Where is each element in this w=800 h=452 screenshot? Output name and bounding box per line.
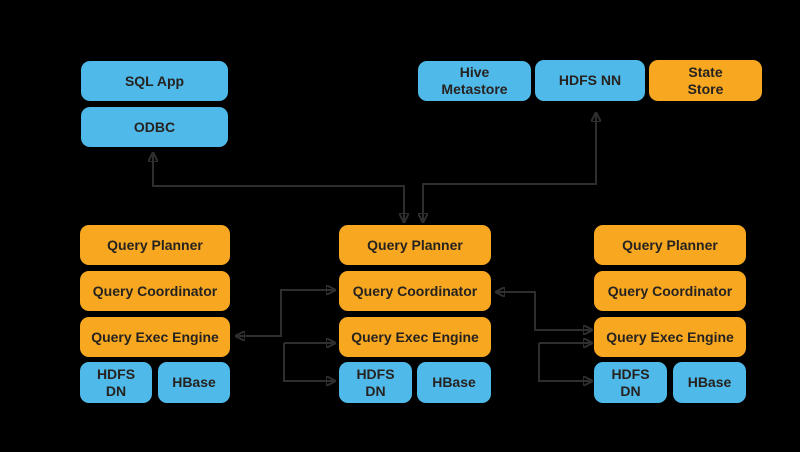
arrow-exec-left-coordinator-middle: [236, 290, 335, 336]
node-query-exec-engine-left-label: Query Exec Engine: [91, 328, 219, 345]
node-hbase-right: HBase: [673, 362, 746, 403]
node-hive-metastore-label-line2: Metastore: [441, 81, 508, 97]
node-hdfs-dn-right-label: HDFS DN: [611, 365, 650, 399]
arrow-hdfs-nn-query-planner: [423, 113, 596, 222]
node-state-store-label-line2: Store: [687, 80, 724, 97]
node-query-planner-middle-label: Query Planner: [367, 236, 463, 253]
node-sql-app-label: SQL App: [124, 72, 185, 89]
node-query-planner-right: Query Planner: [594, 225, 746, 265]
node-query-exec-engine-right-label: Query Exec Engine: [606, 328, 734, 345]
node-hbase-middle-label: HBase: [432, 374, 476, 391]
node-query-planner-middle: Query Planner: [339, 225, 491, 265]
node-hdfs-dn-middle: HDFS DN: [339, 362, 412, 403]
node-hdfs-dn-middle-label: HDFS DN: [356, 365, 395, 399]
node-hbase-left-label: HBase: [172, 374, 216, 391]
node-query-exec-engine-middle: Query Exec Engine: [339, 317, 491, 357]
node-hbase-right-label: HBase: [687, 374, 732, 391]
arrow-coordinator-middle-exec-right: [496, 292, 592, 330]
node-hdfs-dn-left: HDFS DN: [80, 362, 152, 403]
node-hdfs-dn-left-label: HDFS DN: [96, 365, 136, 399]
node-query-coordinator-middle-label: Query Coordinator: [352, 282, 478, 299]
node-hdfs-nn-label: HDFS NN: [558, 72, 622, 89]
node-query-planner-left: Query Planner: [80, 225, 230, 265]
node-hbase-middle: HBase: [417, 362, 491, 403]
node-hive-metastore-label-line1: Hive: [459, 64, 490, 81]
node-odbc: ODBC: [81, 107, 228, 147]
node-state-store: State Store: [649, 60, 762, 101]
arrow-odbc-query-planner: [153, 153, 404, 222]
node-hive-metastore: Hive Metastore: [418, 61, 531, 101]
arrow-fanout-hdfs-dn-right: [538, 343, 592, 381]
node-query-coordinator-right: Query Coordinator: [594, 271, 746, 311]
arrow-fanout-hdfs-dn-middle: [283, 343, 335, 381]
node-query-coordinator-middle: Query Coordinator: [339, 271, 491, 311]
node-query-exec-engine-left: Query Exec Engine: [80, 317, 230, 357]
node-hbase-left: HBase: [158, 362, 230, 403]
node-query-coordinator-left: Query Coordinator: [80, 271, 230, 311]
node-query-planner-right-label: Query Planner: [622, 236, 718, 253]
node-query-coordinator-left-label: Query Coordinator: [92, 282, 218, 299]
node-query-planner-left-label: Query Planner: [107, 236, 203, 253]
node-state-store-label-line1: State: [688, 63, 723, 80]
node-odbc-label: ODBC: [133, 118, 176, 135]
node-hdfs-nn: HDFS NN: [535, 60, 645, 101]
node-hdfs-dn-right: HDFS DN: [594, 362, 667, 403]
node-query-exec-engine-middle-label: Query Exec Engine: [351, 328, 479, 345]
node-query-exec-engine-right: Query Exec Engine: [594, 317, 746, 357]
node-query-coordinator-right-label: Query Coordinator: [607, 282, 733, 299]
node-sql-app: SQL App: [81, 61, 228, 101]
